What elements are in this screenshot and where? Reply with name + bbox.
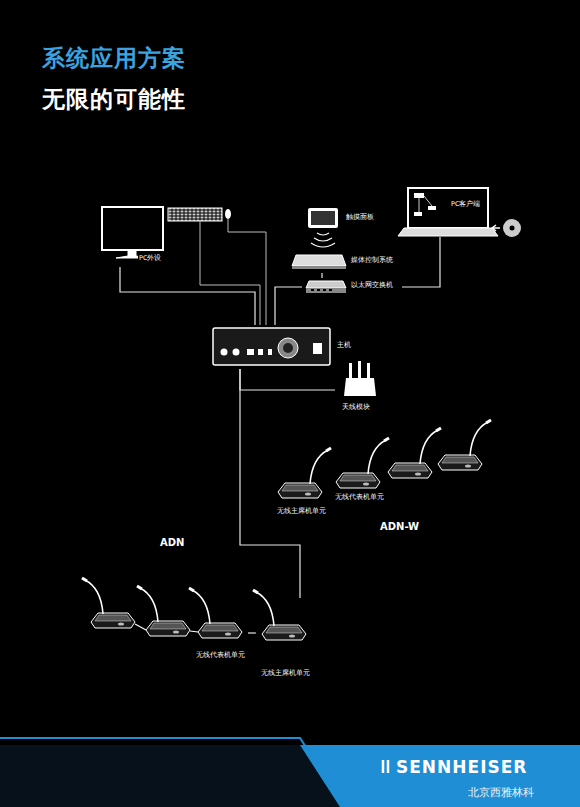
device-label: 主机	[336, 342, 352, 349]
cable-line	[402, 237, 440, 287]
device-label: 无线主席机单元	[260, 670, 311, 677]
device-label: 媒体控制系统	[350, 257, 394, 264]
device-node: 以太网交换机	[302, 278, 402, 296]
device-node: PC客户端	[400, 185, 496, 237]
device-node: 无线代表机单元	[193, 592, 248, 662]
device-node: 主机	[210, 325, 360, 369]
cable-line	[120, 267, 255, 325]
watermark: 北京西雅林科	[468, 787, 534, 800]
device-node: 天线模块	[335, 362, 391, 414]
group-label: 无限的可能性	[42, 86, 186, 112]
group-label: ADN	[160, 537, 184, 549]
device-label: 无线主席机单元	[276, 508, 327, 515]
device-node: 媒体控制系统	[290, 251, 410, 273]
device-label: 无线代表机单元	[195, 652, 246, 659]
device-node: 无线主席机单元	[256, 598, 318, 680]
device-label: 无线代表机单元	[334, 494, 385, 501]
device-node: 无线代表机单元	[328, 432, 388, 504]
device-label: 触摸面板	[345, 214, 375, 221]
brand-logo: SENNHEISER	[396, 758, 527, 778]
device-label: PC外设	[138, 255, 162, 262]
cable-line	[248, 632, 256, 633]
device-label: PC客户端	[450, 201, 481, 208]
device-node: 无线主席机单元	[270, 440, 332, 518]
page-title: 系统应用方案	[42, 45, 186, 71]
device-label: 以太网交换机	[350, 282, 394, 289]
device-label: 天线模块	[341, 404, 371, 411]
cable-line	[275, 287, 302, 325]
device-node: PC外设	[98, 203, 233, 267]
group-label: ADN-W	[380, 521, 419, 533]
cable-line	[321, 273, 322, 278]
device-node: 触摸面板	[305, 205, 385, 233]
cable-line	[240, 369, 335, 390]
